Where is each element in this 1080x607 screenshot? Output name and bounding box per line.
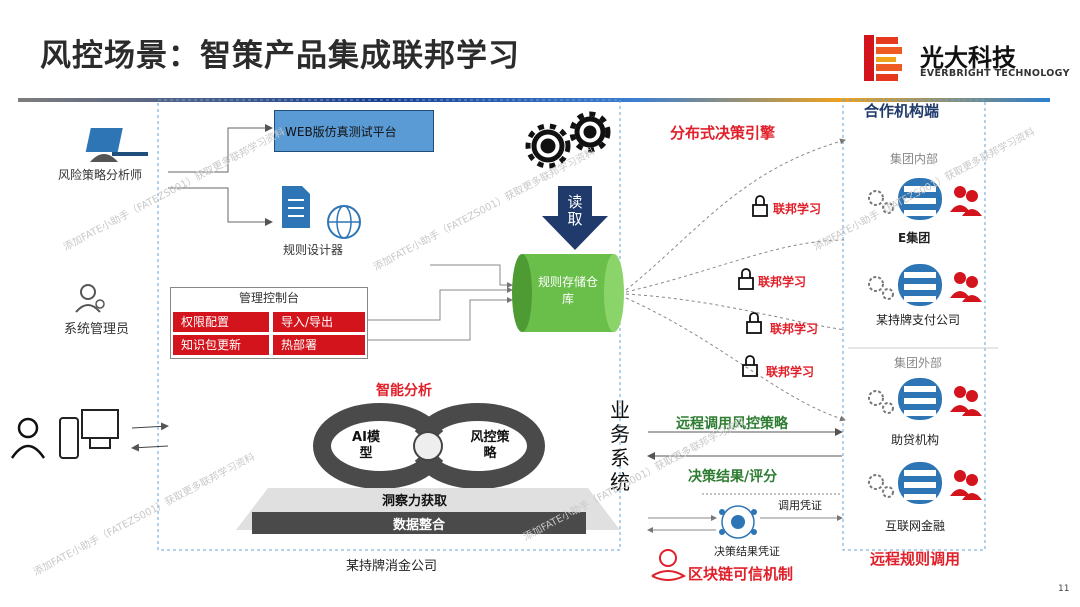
consumer-company-label: 某持牌消金公司 — [346, 559, 438, 574]
admin-icon — [75, 284, 105, 313]
decision-result-label: 决策结果/评分 — [688, 469, 778, 485]
rule-designer-icon — [282, 186, 361, 239]
mgmt-item-knowledge-update: 知识包更新 — [173, 335, 269, 355]
data-integration-label: 数据整合 — [392, 518, 445, 533]
mgmt-item-permissions: 权限配置 — [173, 312, 269, 332]
read-arrow — [542, 186, 608, 250]
web-platform-box: WEB版仿真测试平台 — [274, 110, 434, 152]
infinity-icon — [313, 403, 545, 489]
remote-call-label: 远程调用风控策略 — [676, 416, 788, 432]
engine-title: 分布式决策引擎 — [670, 124, 776, 142]
result-voucher-label: 决策结果凭证 — [714, 545, 780, 558]
fed-label: 联邦学习 — [758, 275, 807, 289]
business-system-char: 务 — [610, 422, 630, 446]
risk-strategy-label: 风控策略 — [470, 430, 510, 461]
repo-label: 规则存储仓库 — [537, 275, 598, 306]
read-label: 读取 — [567, 193, 583, 228]
mgmt-console-title: 管理控制台 — [238, 291, 299, 305]
fed-links — [625, 138, 846, 422]
company-boundary — [157, 99, 621, 551]
page-number: 11 — [1058, 584, 1070, 594]
business-system-char: 系 — [610, 446, 630, 470]
org-lending-agency: 助贷机构 — [891, 433, 940, 447]
partner-icons — [868, 178, 982, 504]
external-group-label: 集团外部 — [894, 356, 943, 370]
blockchain-hand-icon — [651, 549, 687, 581]
page-title: 风控场景：智策产品集成联邦学习 — [40, 38, 520, 74]
everbright-logo-icon — [864, 35, 902, 81]
brand-sub: EVERBRIGHT TECHNOLOGY — [920, 68, 1070, 79]
partner-footer: 远程规则调用 — [870, 550, 961, 568]
repo-cylinder — [512, 254, 624, 332]
business-system-char: 统 — [610, 470, 630, 494]
admin-label: 系统管理员 — [64, 322, 130, 337]
analyst-icon — [85, 128, 148, 162]
internal-group-label: 集团内部 — [890, 152, 939, 166]
fed-label: 联邦学习 — [770, 322, 819, 336]
rule-designer-label: 规则设计器 — [283, 243, 344, 257]
gears-icon — [525, 111, 611, 169]
data-integration-bar — [252, 512, 586, 534]
smart-analysis-title: 智能分析 — [376, 383, 432, 399]
mgmt-item-import-export: 导入/导出 — [273, 312, 365, 332]
partner-title: 合作机构端 — [864, 102, 940, 120]
business-system-label: 业 务 系 统 — [608, 398, 632, 494]
org-internet-finance: 互联网金融 — [885, 519, 946, 533]
call-voucher-label: 调用凭证 — [778, 499, 822, 512]
analyst-label: 风险策略分析师 — [58, 168, 143, 182]
mgmt-console: 管理控制台 权限配置 导入/导出 知识包更新 热部署 — [170, 287, 368, 359]
lock-icon — [738, 195, 768, 377]
title-divider — [18, 98, 1050, 102]
blockchain-label: 区块链可信机制 — [688, 565, 794, 583]
business-system-char: 业 — [610, 398, 630, 422]
brand-name: 光大科技 — [920, 44, 1016, 72]
org-e-group: E集团 — [898, 231, 931, 245]
insight-label: 洞察力获取 — [382, 494, 448, 509]
ai-model-label: AI模型 — [352, 430, 380, 461]
fed-label: 联邦学习 — [766, 365, 815, 379]
fed-label: 联邦学习 — [773, 202, 822, 216]
blockchain-node-icon — [719, 505, 757, 539]
partner-boundary — [842, 99, 986, 551]
org-payment: 某持牌支付公司 — [876, 313, 961, 327]
end-user-icon — [10, 409, 119, 459]
mgmt-item-hot-deploy: 热部署 — [273, 335, 365, 355]
